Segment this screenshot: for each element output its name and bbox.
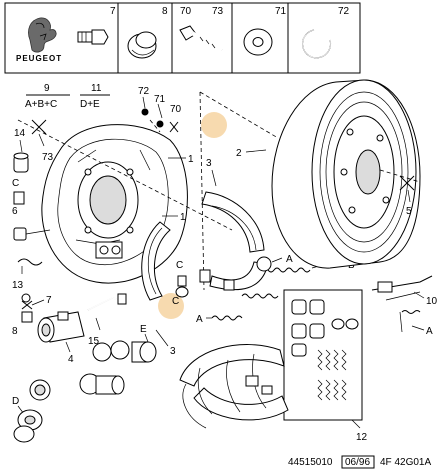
header-parts-strip: PEUGEOT 7 8 70 73	[4, 2, 361, 74]
spring-b	[261, 267, 311, 273]
lower-shoe-set	[179, 344, 289, 429]
part-13-spring: 13	[12, 258, 43, 303]
highlight-marker-bottom	[158, 293, 184, 319]
part-12-shoe-kit-box: 12	[283, 289, 368, 443]
peugeot-lion-icon	[28, 17, 57, 53]
callout-73-left: 73	[31, 119, 54, 163]
repair-kit-parts: E D	[12, 324, 157, 443]
callout-c-lower: C	[172, 296, 179, 307]
part-4-wheel-cylinder: 4	[37, 311, 85, 365]
callout-14: 14	[14, 128, 26, 139]
hub-axis-line	[17, 119, 233, 231]
return-springs: B A A	[196, 254, 355, 325]
brand-wordmark: PEUGEOT	[16, 54, 62, 63]
highlight-marker-top	[201, 112, 227, 138]
peugeot-logo: PEUGEOT	[8, 6, 80, 66]
callout-1: 1	[188, 154, 194, 165]
callout-15: 15	[88, 336, 100, 347]
group-number-9: 9	[44, 83, 50, 94]
header-label-8: 8	[162, 6, 168, 17]
header-label-71: 71	[275, 6, 287, 17]
callout-12: 12	[356, 432, 368, 443]
callout-a-right: A	[426, 326, 433, 337]
header-label-73: 73	[212, 6, 224, 17]
callout-3-top: 3	[206, 158, 212, 169]
callout-5: 5	[406, 206, 412, 217]
callout-e: E	[140, 324, 147, 335]
callout-73: 73	[42, 152, 54, 163]
callout-c-left: C	[12, 178, 19, 189]
guide-line-vertical	[199, 91, 205, 291]
part-6-adjuster: C 6	[12, 178, 51, 241]
callout-a-bottom: A	[196, 314, 203, 325]
header-part-71: 71	[243, 6, 287, 56]
guide-line-top	[199, 91, 279, 139]
callout-70: 70	[170, 104, 182, 115]
header-part-72: 72	[302, 6, 350, 59]
part-10-cable: 10 A	[371, 275, 438, 337]
shoe-hold-pins: C C	[172, 260, 235, 307]
group-contents-9: A+B+C	[25, 99, 57, 110]
footer: 44515010 06/96 4F 42G01A	[288, 455, 431, 469]
callout-6: 6	[12, 206, 18, 217]
header-label-7: 7	[110, 6, 116, 17]
group-label-11: 11 D+E	[80, 83, 110, 110]
callout-71: 71	[154, 94, 166, 105]
callout-70-71-72: 72 71 70	[138, 86, 182, 133]
part-2-brake-drum: 2	[236, 79, 421, 269]
callout-13: 13	[12, 280, 24, 291]
callout-72: 72	[138, 86, 150, 97]
group-contents-11: D+E	[80, 99, 100, 110]
adjuster-wheel	[256, 256, 272, 272]
callout-a-top: A	[286, 254, 293, 265]
header-part-7: 7	[77, 6, 116, 45]
callout-7: 7	[46, 295, 52, 306]
spring-set	[317, 349, 347, 401]
callout-2: 2	[236, 148, 242, 159]
callout-1-lower: 1	[180, 212, 186, 223]
part-5-bolt: 5	[399, 175, 415, 217]
callout-3-bottom: 3	[170, 346, 176, 357]
callout-8: 8	[12, 326, 18, 337]
group-label-9: 9 A+B+C	[25, 83, 70, 110]
callout-1-plate: 1 1	[162, 154, 194, 223]
part-15-brake-pipe: 15	[87, 293, 127, 347]
spring-a	[211, 315, 243, 321]
footer-ref: 44515010	[288, 457, 333, 468]
group-number-11: 11	[91, 83, 102, 94]
callout-4: 4	[68, 354, 74, 365]
footer-date: 06/96	[345, 457, 370, 468]
footer-code: 4F 42G01A	[380, 457, 431, 468]
callout-d: D	[12, 396, 19, 407]
callout-c-middle: C	[176, 260, 183, 271]
header-part-70-73: 70 73	[179, 6, 224, 52]
header-part-8: 8	[127, 6, 168, 59]
part-7-8-bleed: 7 8	[12, 295, 52, 337]
backing-plate	[41, 124, 188, 284]
spring-upper	[241, 293, 279, 299]
header-label-72: 72	[338, 6, 350, 17]
callout-10: 10	[426, 296, 438, 307]
part-14-dust-cover: 14	[13, 128, 29, 173]
header-label-70: 70	[180, 6, 192, 17]
